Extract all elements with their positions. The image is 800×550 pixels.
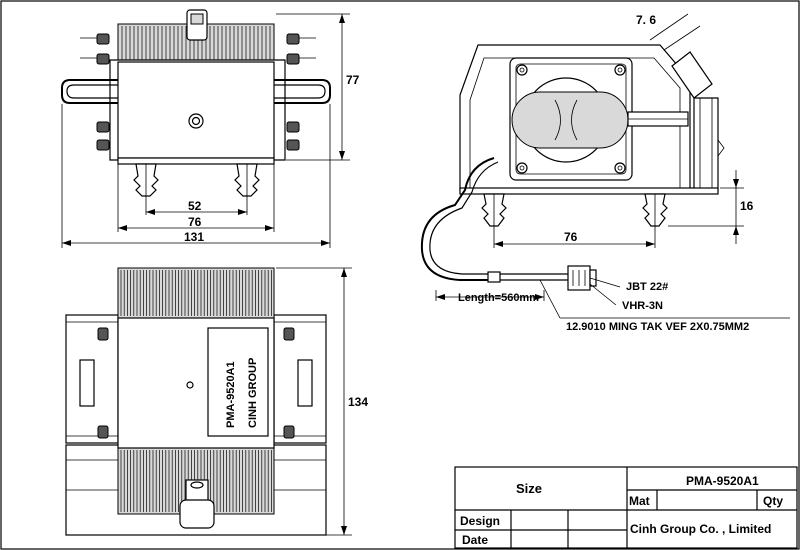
date-label: Date — [462, 533, 488, 547]
front-feet — [133, 163, 260, 215]
top-left-coil — [79, 359, 95, 407]
nameplate-model: PMA-9520A1 — [225, 361, 237, 428]
title-block: Size PMA-9520A1 Mat Qty Design Date Cinh… — [454, 466, 798, 549]
nameplate-brand: CINH GROUP — [247, 358, 259, 428]
wire-spec-label: 12.9010 MING TAK VEF 2X0.75MM2 — [566, 321, 749, 333]
front-center-screw — [188, 113, 204, 129]
side-angled-nozzle — [671, 51, 713, 99]
front-height-dim: 77 — [346, 73, 360, 87]
side-view: 7. 6 76 16 — [420, 13, 790, 333]
cable-length-label: Length=560mm — [458, 292, 539, 304]
qty-label: Qty — [763, 494, 783, 508]
front-right-coil — [274, 79, 331, 104]
size-label: Size — [516, 481, 542, 496]
top-height-dim: 134 — [348, 395, 368, 409]
side-cable — [420, 157, 495, 281]
side-foot-dim: 16 — [740, 199, 754, 213]
front-mid-dim: 76 — [188, 215, 202, 229]
front-left-coil — [61, 79, 118, 104]
mat-label: Mat — [629, 494, 650, 508]
side-width-dim: 76 — [564, 230, 578, 244]
top-right-coil — [297, 359, 313, 407]
connector-spec-1: JBT 22# — [626, 281, 668, 293]
side-nozzle-dim: 7. 6 — [636, 13, 656, 27]
company-label: Cinh Group Co. , Limited — [630, 522, 771, 536]
front-total-dim: 131 — [184, 230, 204, 244]
side-feet — [481, 193, 668, 248]
top-outlet-nozzle — [185, 479, 209, 503]
design-label: Design — [460, 514, 500, 528]
top-view: PMA-9520A1 CINH GROUP 134 — [65, 267, 368, 536]
front-inner-dim: 52 — [188, 199, 202, 213]
model-label: PMA-9520A1 — [686, 474, 759, 488]
connector-spec-2: VHR-3N — [622, 300, 663, 312]
top-mount-hole — [186, 381, 194, 389]
front-view: 77 52 76 131 — [61, 9, 360, 248]
nameplate — [207, 327, 269, 437]
